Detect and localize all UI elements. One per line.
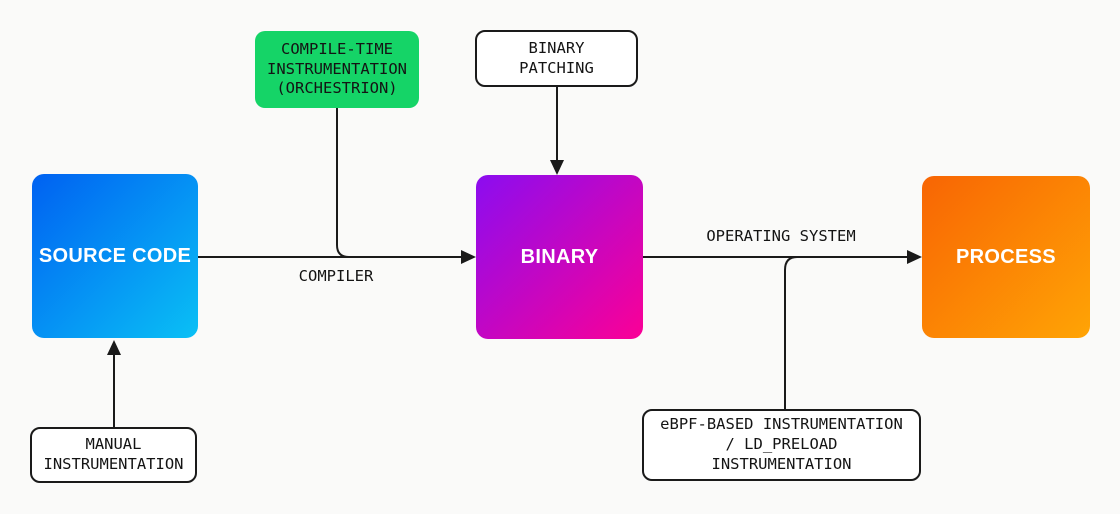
node-binary-label: BINARY — [520, 245, 599, 268]
annotation-ebpf-ld-preload: eBPF-BASED INSTRUMENTATION / LD_PRELOAD … — [642, 409, 921, 481]
node-source-code-label: SOURCE CODE — [38, 244, 192, 267]
node-process-label: PROCESS — [956, 245, 1056, 268]
annotation-binary-patching: BINARY PATCHING — [475, 30, 638, 87]
annotation-binary-patching-label: BINARY PATCHING — [519, 38, 594, 77]
node-binary: BINARY — [476, 175, 643, 339]
node-source-code: SOURCE CODE — [32, 174, 198, 338]
arrowhead-into-process — [907, 250, 922, 264]
edge-ebpf-merge — [784, 256, 808, 409]
arrowhead-into-source — [107, 340, 121, 355]
annotation-manual-label: MANUAL INSTRUMENTATION — [43, 435, 184, 473]
edge-label-operating-system: OPERATING SYSTEM — [706, 227, 856, 245]
node-process: PROCESS — [922, 176, 1090, 338]
annotation-ebpf-label: eBPF-BASED INSTRUMENTATION / LD_PRELOAD … — [660, 415, 903, 473]
annotation-compile-time-label: COMPILE-TIME INSTRUMENTATION (ORCHESTRIO… — [267, 39, 407, 98]
edge-compile-time-merge — [336, 108, 362, 258]
arrowhead-into-binary-top — [550, 160, 564, 175]
edge-label-compiler: COMPILER — [298, 267, 374, 285]
annotation-compile-time-instrumentation: COMPILE-TIME INSTRUMENTATION (ORCHESTRIO… — [255, 31, 419, 108]
arrowhead-into-binary — [461, 250, 476, 264]
annotation-manual-instrumentation: MANUAL INSTRUMENTATION — [30, 427, 197, 483]
